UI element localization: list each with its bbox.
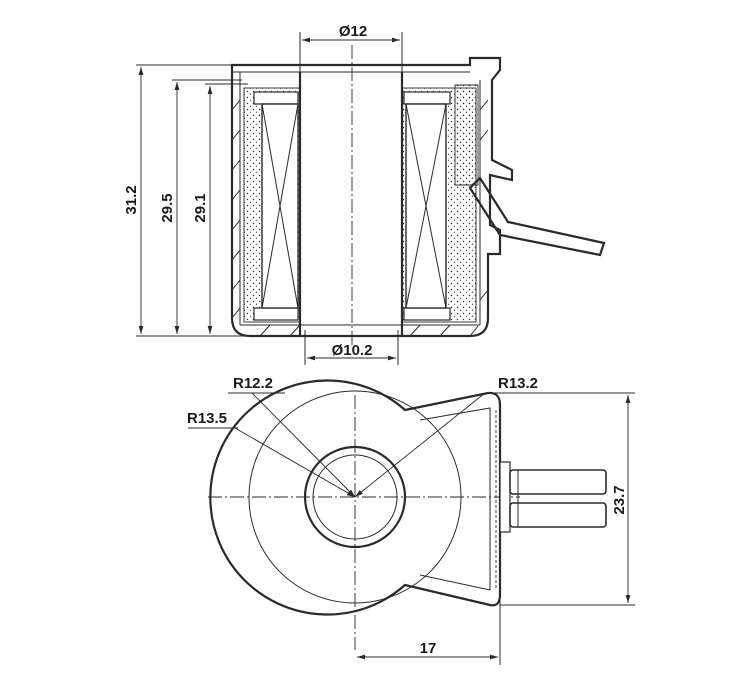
dim-label-d10-2: Ø10.2 bbox=[332, 342, 373, 359]
terminals bbox=[499, 461, 607, 533]
dim-label-r12-2: R12.2 bbox=[233, 375, 273, 392]
body-inner-circle bbox=[248, 390, 462, 604]
dim-label-r13-2: R13.2 bbox=[498, 375, 538, 392]
body-outline bbox=[209, 379, 502, 616]
dim-label-r13-5: R13.5 bbox=[187, 410, 227, 427]
dim-label-31-2: 31.2 bbox=[123, 185, 140, 214]
dim-label-23-7: 23.7 bbox=[611, 485, 628, 514]
dim-leader-r13-5 bbox=[234, 427, 356, 498]
dim-leader-r12-2 bbox=[251, 392, 356, 498]
section-view: 31.2 29.5 29.1 Ø12 Ø10.2 bbox=[123, 23, 606, 365]
dim-label-29-5: 29.5 bbox=[159, 193, 176, 222]
dim-leader-r13-2 bbox=[354, 392, 486, 498]
dim-label-17: 17 bbox=[420, 640, 437, 657]
plan-view: R12.2 R13.5 R13.2 23.7 17 bbox=[187, 375, 635, 665]
bore-inner-circle bbox=[312, 454, 398, 540]
coil-winding-left bbox=[261, 103, 299, 309]
bore-outer-circle bbox=[303, 445, 407, 549]
dim-label-d12: Ø12 bbox=[339, 23, 367, 40]
coil-winding-right bbox=[405, 103, 447, 309]
dim-label-29-1: 29.1 bbox=[192, 193, 209, 222]
lead-wire bbox=[468, 176, 606, 257]
housing-outline bbox=[230, 56, 514, 338]
